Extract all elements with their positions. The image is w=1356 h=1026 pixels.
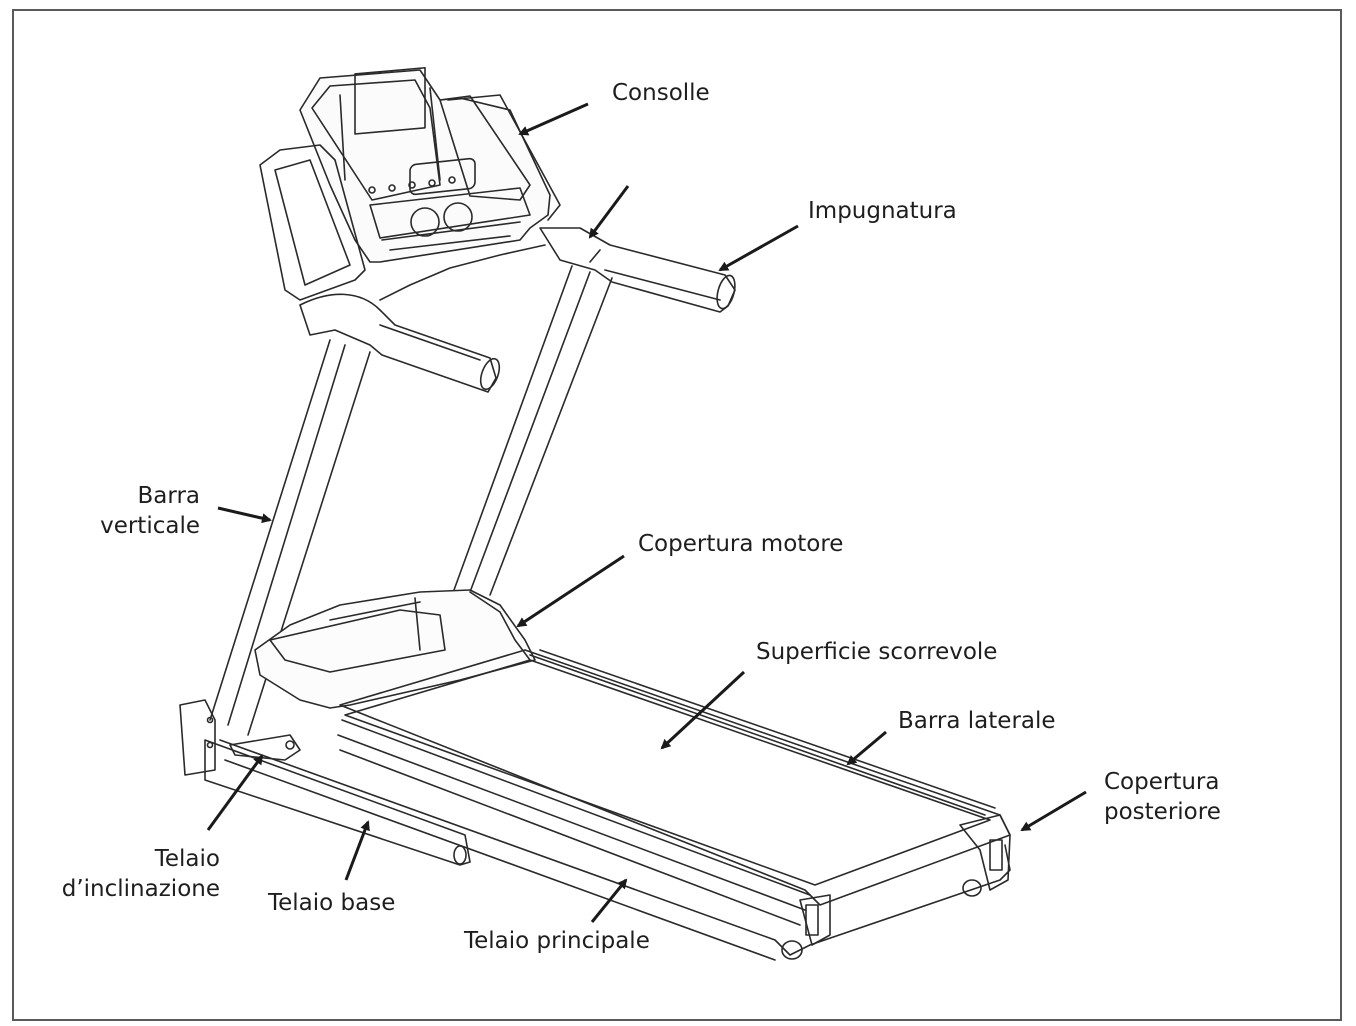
handlebars <box>299 227 736 393</box>
label-telaio-inclinazione-line2: d’inclinazione <box>61 876 220 902</box>
arrow-telaio-inclinazione <box>206 754 264 831</box>
arrow-consolle <box>518 102 589 136</box>
label-telaio-inclinazione: Telaio d’inclinazione <box>60 844 220 904</box>
arrow-copertura-motore <box>516 554 625 628</box>
figure-border <box>12 9 1342 1021</box>
label-copertura-posteriore-line2: posteriore <box>1104 799 1221 825</box>
label-barra-verticale: Barra verticale <box>96 481 200 541</box>
arrow-barra-laterale <box>846 730 887 766</box>
label-telaio-inclinazione-line1: Telaio <box>154 846 220 872</box>
label-telaio-base: Telaio base <box>268 890 396 916</box>
arrow-impugnatura <box>718 224 799 272</box>
arrow-barra-verticale <box>217 506 272 524</box>
label-copertura-motore: Copertura motore <box>638 531 844 557</box>
label-barra-verticale-line1: Barra <box>137 483 200 509</box>
label-superficie-scorrevole: Superficie scorrevole <box>756 639 998 665</box>
arrow-telaio-principale <box>590 878 628 923</box>
console-unit <box>259 67 561 301</box>
arrow-copertura-posteriore <box>1020 790 1087 832</box>
arrow-consolle-2 <box>588 185 630 239</box>
label-telaio-principale: Telaio principale <box>464 928 650 954</box>
label-impugnatura: Impugnatura <box>808 198 957 224</box>
label-copertura-posteriore: Copertura posteriore <box>1104 767 1221 827</box>
arrow-telaio-base <box>344 820 370 881</box>
label-barra-verticale-line2: verticale <box>100 513 200 539</box>
arrow-superficie-scorrevole <box>660 670 746 750</box>
label-consolle: Consolle <box>612 80 710 106</box>
label-barra-laterale: Barra laterale <box>898 708 1056 734</box>
deck-and-frame <box>179 589 1011 961</box>
label-copertura-posteriore-line1: Copertura <box>1104 769 1220 795</box>
